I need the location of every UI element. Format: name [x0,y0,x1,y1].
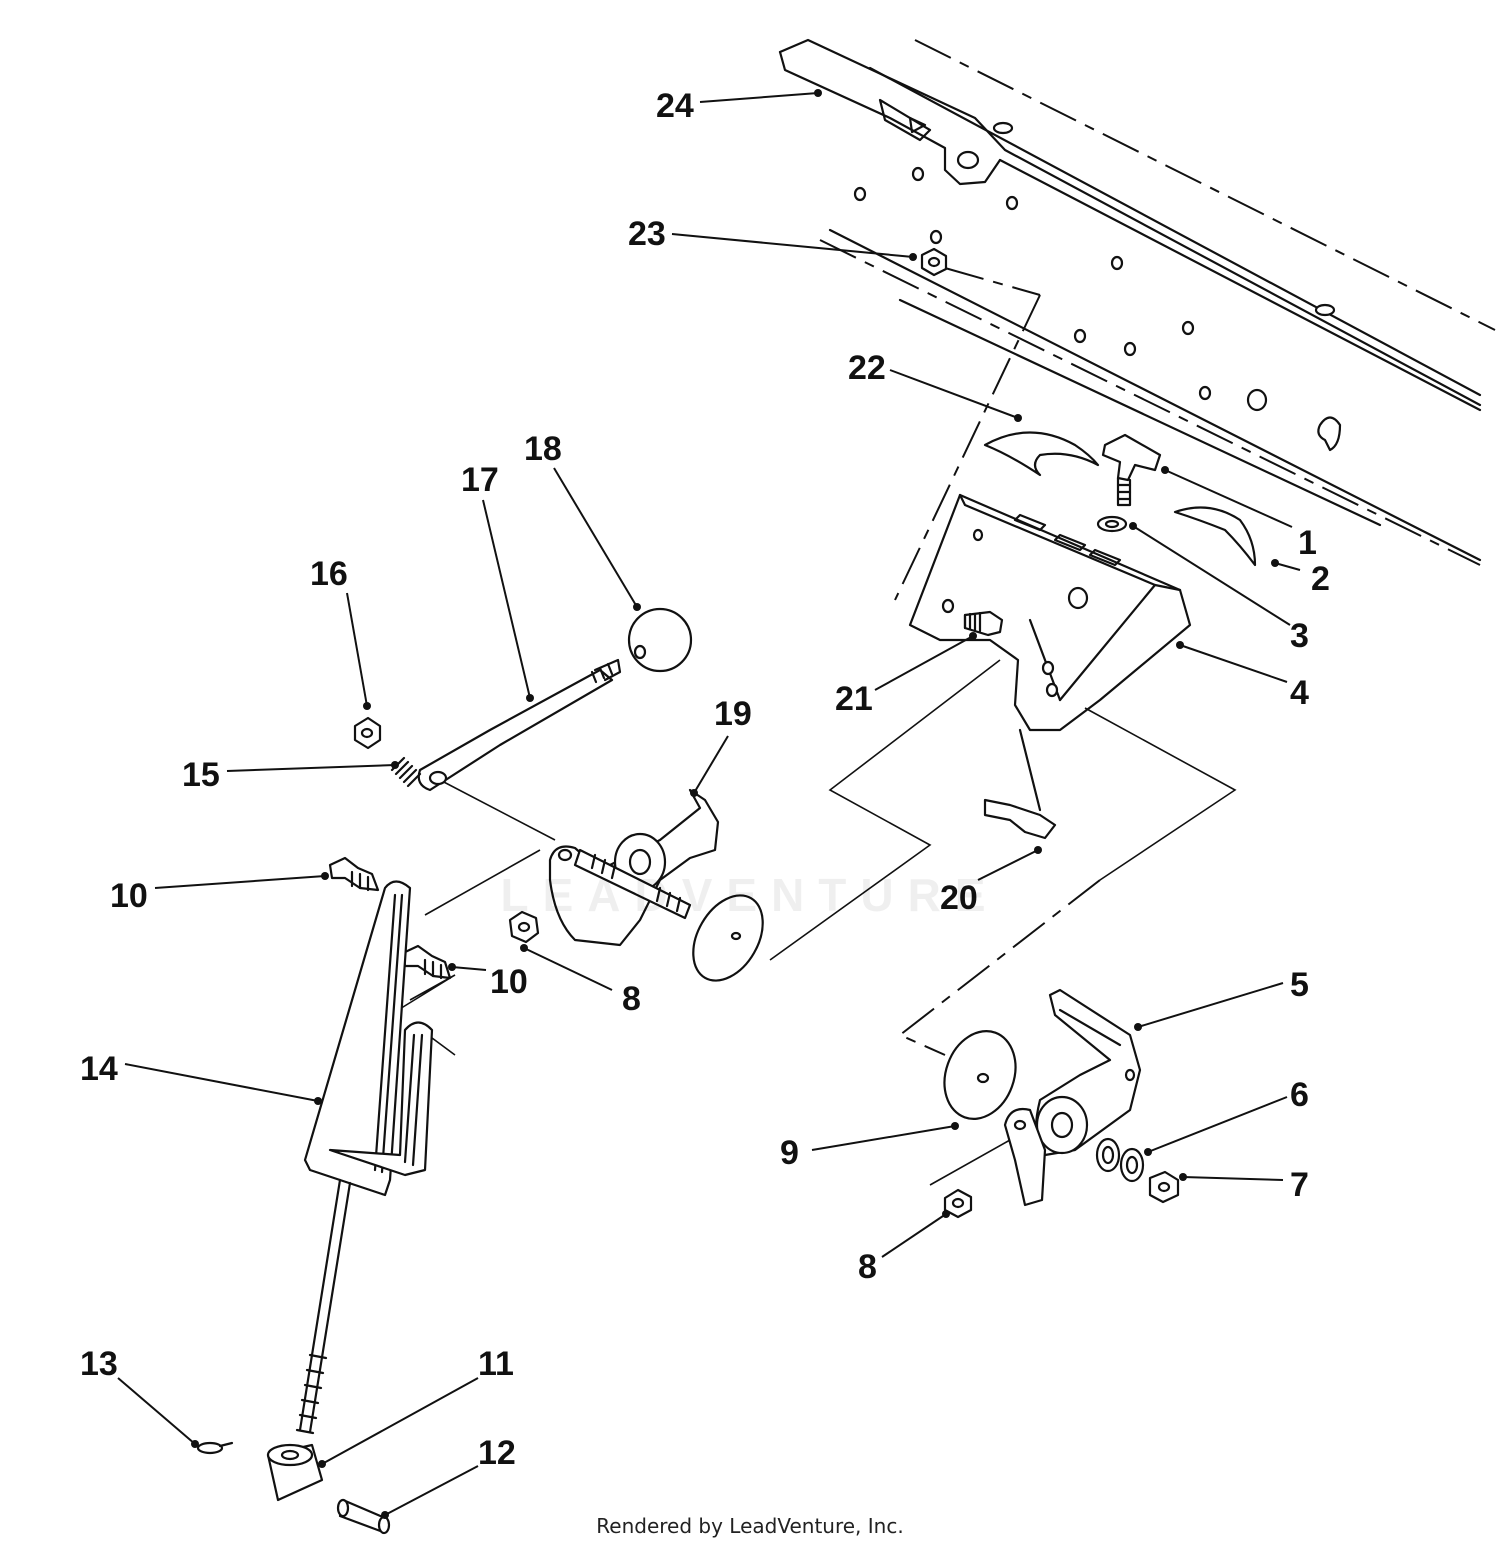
nut-16 [353,716,382,750]
callout-10-upper: 10 [110,877,148,915]
callout-11: 11 [478,1345,514,1383]
callout-2: 2 [1311,560,1330,598]
callout-5: 5 [1290,966,1309,1004]
friction-disc-9 [943,1030,1017,1120]
lever-rod [417,658,622,792]
nut-23 [920,247,948,277]
callout-22: 22 [848,349,886,387]
nut-7 [1148,1170,1180,1204]
callout-20: 20 [940,879,978,917]
callout-12: 12 [478,1434,516,1472]
quadrant-bracket [908,493,1192,732]
assembly-lines [389,659,1237,1186]
callout-7: 7 [1290,1166,1309,1204]
nut-8-right [943,1188,973,1219]
footer-credit: Rendered by LeadVenture, Inc. [596,1514,904,1538]
callout-6: 6 [1290,1076,1309,1114]
knob-ball [627,607,693,673]
shim-22 [983,431,1100,477]
callout-24: 24 [656,87,694,125]
nut-8-left [508,910,540,944]
shim-2 [1173,506,1257,567]
slotted-link-14 [303,880,434,1197]
callout-19: 19 [714,695,752,733]
lever-arm [1003,1107,1047,1207]
callout-13: 13 [80,1345,118,1383]
trunnion-11 [266,1443,324,1502]
threaded-rod [295,1178,352,1435]
callout-4: 4 [1290,674,1309,712]
clip-20 [983,728,1057,840]
bolt-10-lower [401,944,452,980]
callout-17: 17 [461,461,499,499]
callout-3: 3 [1290,617,1309,655]
callout-23: 23 [628,215,666,253]
screw-21 [963,610,1004,637]
panel-frame [778,38,1496,601]
lower-bracket-5 [1034,988,1142,1157]
callout-15: 15 [182,756,220,794]
callout-labels: 24 23 22 1 2 3 4 21 20 18 17 16 15 19 10… [80,87,1330,1472]
lock-washer-3 [1096,515,1128,533]
leader-lines [117,89,1301,1519]
callout-21: 21 [835,680,873,718]
cotter-13 [196,1441,234,1455]
callout-1: 1 [1298,524,1317,562]
leadventure-watermark: LEADVENTURE [500,869,1000,921]
panel-holes [853,166,1342,452]
pin-12 [336,1498,391,1535]
callout-14: 14 [80,1050,118,1088]
callout-18: 18 [524,430,562,468]
callout-8-left: 8 [622,980,641,1018]
lever-bracket-19 [548,788,720,947]
friction-disc-center [692,894,764,982]
callout-10-lower: 10 [490,963,528,1001]
callout-16: 16 [310,555,348,593]
callout-8-right: 8 [858,1248,877,1286]
wing-knob [1101,433,1162,507]
callout-9: 9 [780,1134,799,1172]
bolt-10-upper [328,856,380,892]
washers-6 [1095,1137,1145,1183]
